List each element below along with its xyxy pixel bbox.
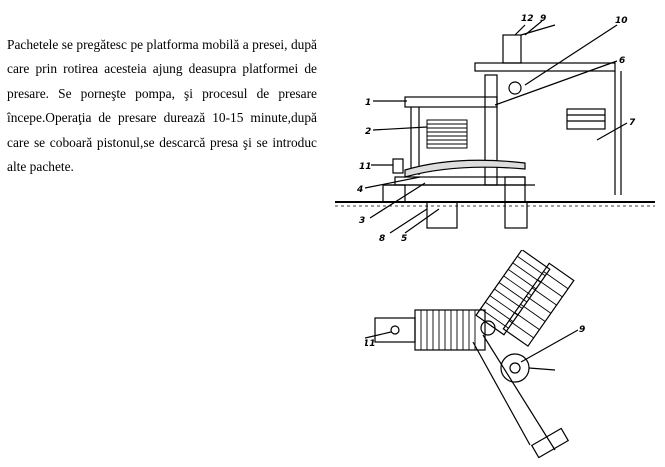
plan-callout-11: 11 [365, 339, 376, 349]
plan-callout-9: 9 [579, 325, 585, 335]
callout-9: 9 [540, 14, 546, 24]
description-paragraph: Pachetele se pregătesc pe platforma mobi… [7, 37, 317, 175]
press-plan-view-figure: 11 9 [363, 248, 595, 462]
press-plan-view-drawing: 11 9 [363, 248, 585, 459]
press-side-view-figure: 12 9 10 6 1 2 7 11 4 3 8 5 [335, 5, 665, 245]
callout-3: 3 [359, 216, 365, 226]
callout-8: 8 [379, 234, 385, 244]
callout-10: 10 [615, 16, 628, 26]
callout-6: 6 [619, 56, 625, 66]
callout-4: 4 [356, 185, 363, 195]
press-side-view-drawing: 12 9 10 6 1 2 7 11 4 3 8 5 [335, 14, 655, 244]
callout-7: 7 [629, 118, 636, 128]
callout-12: 12 [521, 14, 534, 24]
callout-11: 11 [359, 162, 372, 172]
callout-5: 5 [401, 234, 407, 244]
callout-2: 2 [365, 127, 371, 137]
callout-1: 1 [365, 98, 371, 108]
